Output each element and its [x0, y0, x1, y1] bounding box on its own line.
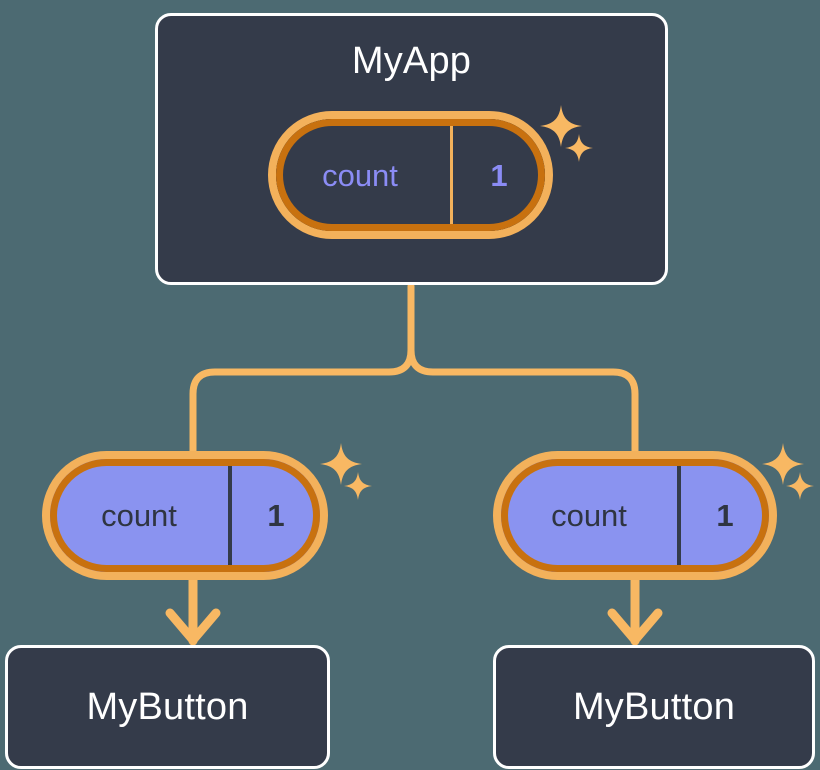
state-pill-divider [677, 459, 681, 572]
state-pill-child-1[interactable]: count 1 [493, 451, 777, 580]
sparkle-icon [344, 472, 372, 500]
state-pill-myapp[interactable]: count 1 [268, 111, 553, 239]
state-pill-inner: count 1 [50, 459, 320, 572]
component-label: MyButton [572, 686, 736, 728]
chevron-arrow-icon-right [607, 608, 663, 645]
state-pill-divider [450, 119, 453, 231]
component-card-mybutton-1[interactable]: MyButton [493, 645, 815, 769]
connector-trunk [189, 282, 415, 455]
state-pill-child-0-wrapper: count 1 [0, 0, 328, 580]
state-pill-label: count [101, 498, 177, 533]
state-pill-label: count [322, 157, 398, 193]
state-pill-child-0[interactable]: count 1 [42, 451, 328, 580]
state-pill-inner: count 1 [276, 119, 545, 231]
state-pill-label: count [551, 498, 627, 533]
state-pill-child-1-wrapper: count 1 [0, 0, 777, 580]
chevron-arrow-icon-left [165, 608, 221, 645]
component-label: MyButton [86, 686, 249, 728]
state-pill-inner: count 1 [501, 459, 769, 572]
sparkle-icon [786, 472, 814, 500]
state-pill-divider [228, 459, 232, 572]
connector-branch-right [407, 346, 639, 455]
state-pill-myapp-wrapper: count 1 [0, 0, 553, 239]
component-card-mybutton-0[interactable]: MyButton [5, 645, 330, 769]
sparkle-icon [762, 443, 804, 485]
page-title: MyApp [351, 40, 472, 82]
state-pill-value: 1 [490, 157, 508, 193]
sparkle-icon [320, 443, 362, 485]
state-pill-value: 1 [716, 498, 734, 533]
state-pill-value: 1 [267, 498, 285, 533]
